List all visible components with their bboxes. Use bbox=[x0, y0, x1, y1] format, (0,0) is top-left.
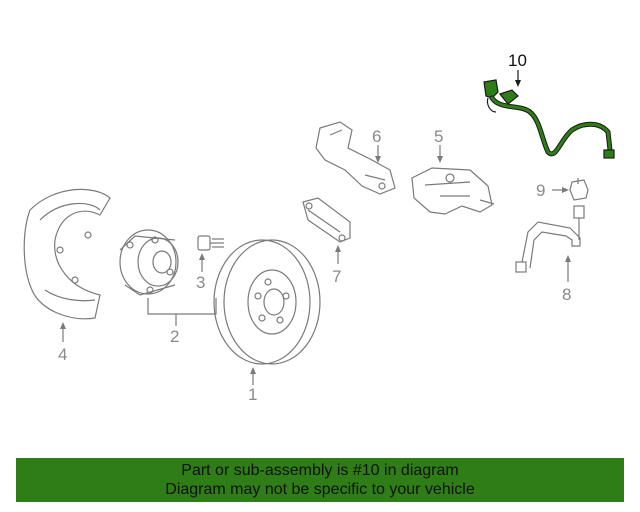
wheel-hub-part[interactable] bbox=[119, 229, 179, 296]
callout-6: 6 bbox=[372, 127, 381, 146]
callout-9: 9 bbox=[536, 181, 545, 200]
banner-line-2: Diagram may not be specific to your vehi… bbox=[165, 481, 475, 498]
clip-part[interactable] bbox=[569, 178, 589, 201]
callout-10: 10 bbox=[508, 51, 527, 70]
caliper-bracket-part[interactable] bbox=[315, 121, 396, 195]
banner-line-1: Part or sub-assembly is #10 in diagram bbox=[181, 462, 459, 479]
callout-7: 7 bbox=[332, 267, 341, 286]
callout-4: 4 bbox=[58, 345, 67, 364]
callout-5: 5 bbox=[434, 127, 443, 146]
callout-8: 8 bbox=[562, 285, 571, 304]
brake-pad-part[interactable] bbox=[302, 197, 351, 243]
abs-sensor-harness-part[interactable] bbox=[483, 79, 615, 159]
parts-diagram: 1 2 3 4 5 6 7 8 9 10 bbox=[23, 51, 615, 404]
brake-caliper-part[interactable] bbox=[411, 167, 495, 215]
callout-2: 2 bbox=[170, 327, 179, 346]
dust-shield-part[interactable] bbox=[23, 188, 111, 320]
info-banner: Part or sub-assembly is #10 in diagram D… bbox=[16, 458, 624, 502]
brake-hose-part[interactable] bbox=[515, 205, 585, 273]
callout-1: 1 bbox=[248, 385, 257, 404]
hub-bolt-part[interactable] bbox=[197, 235, 224, 251]
callout-3: 3 bbox=[196, 273, 205, 292]
brake-rotor-part[interactable] bbox=[213, 239, 321, 365]
